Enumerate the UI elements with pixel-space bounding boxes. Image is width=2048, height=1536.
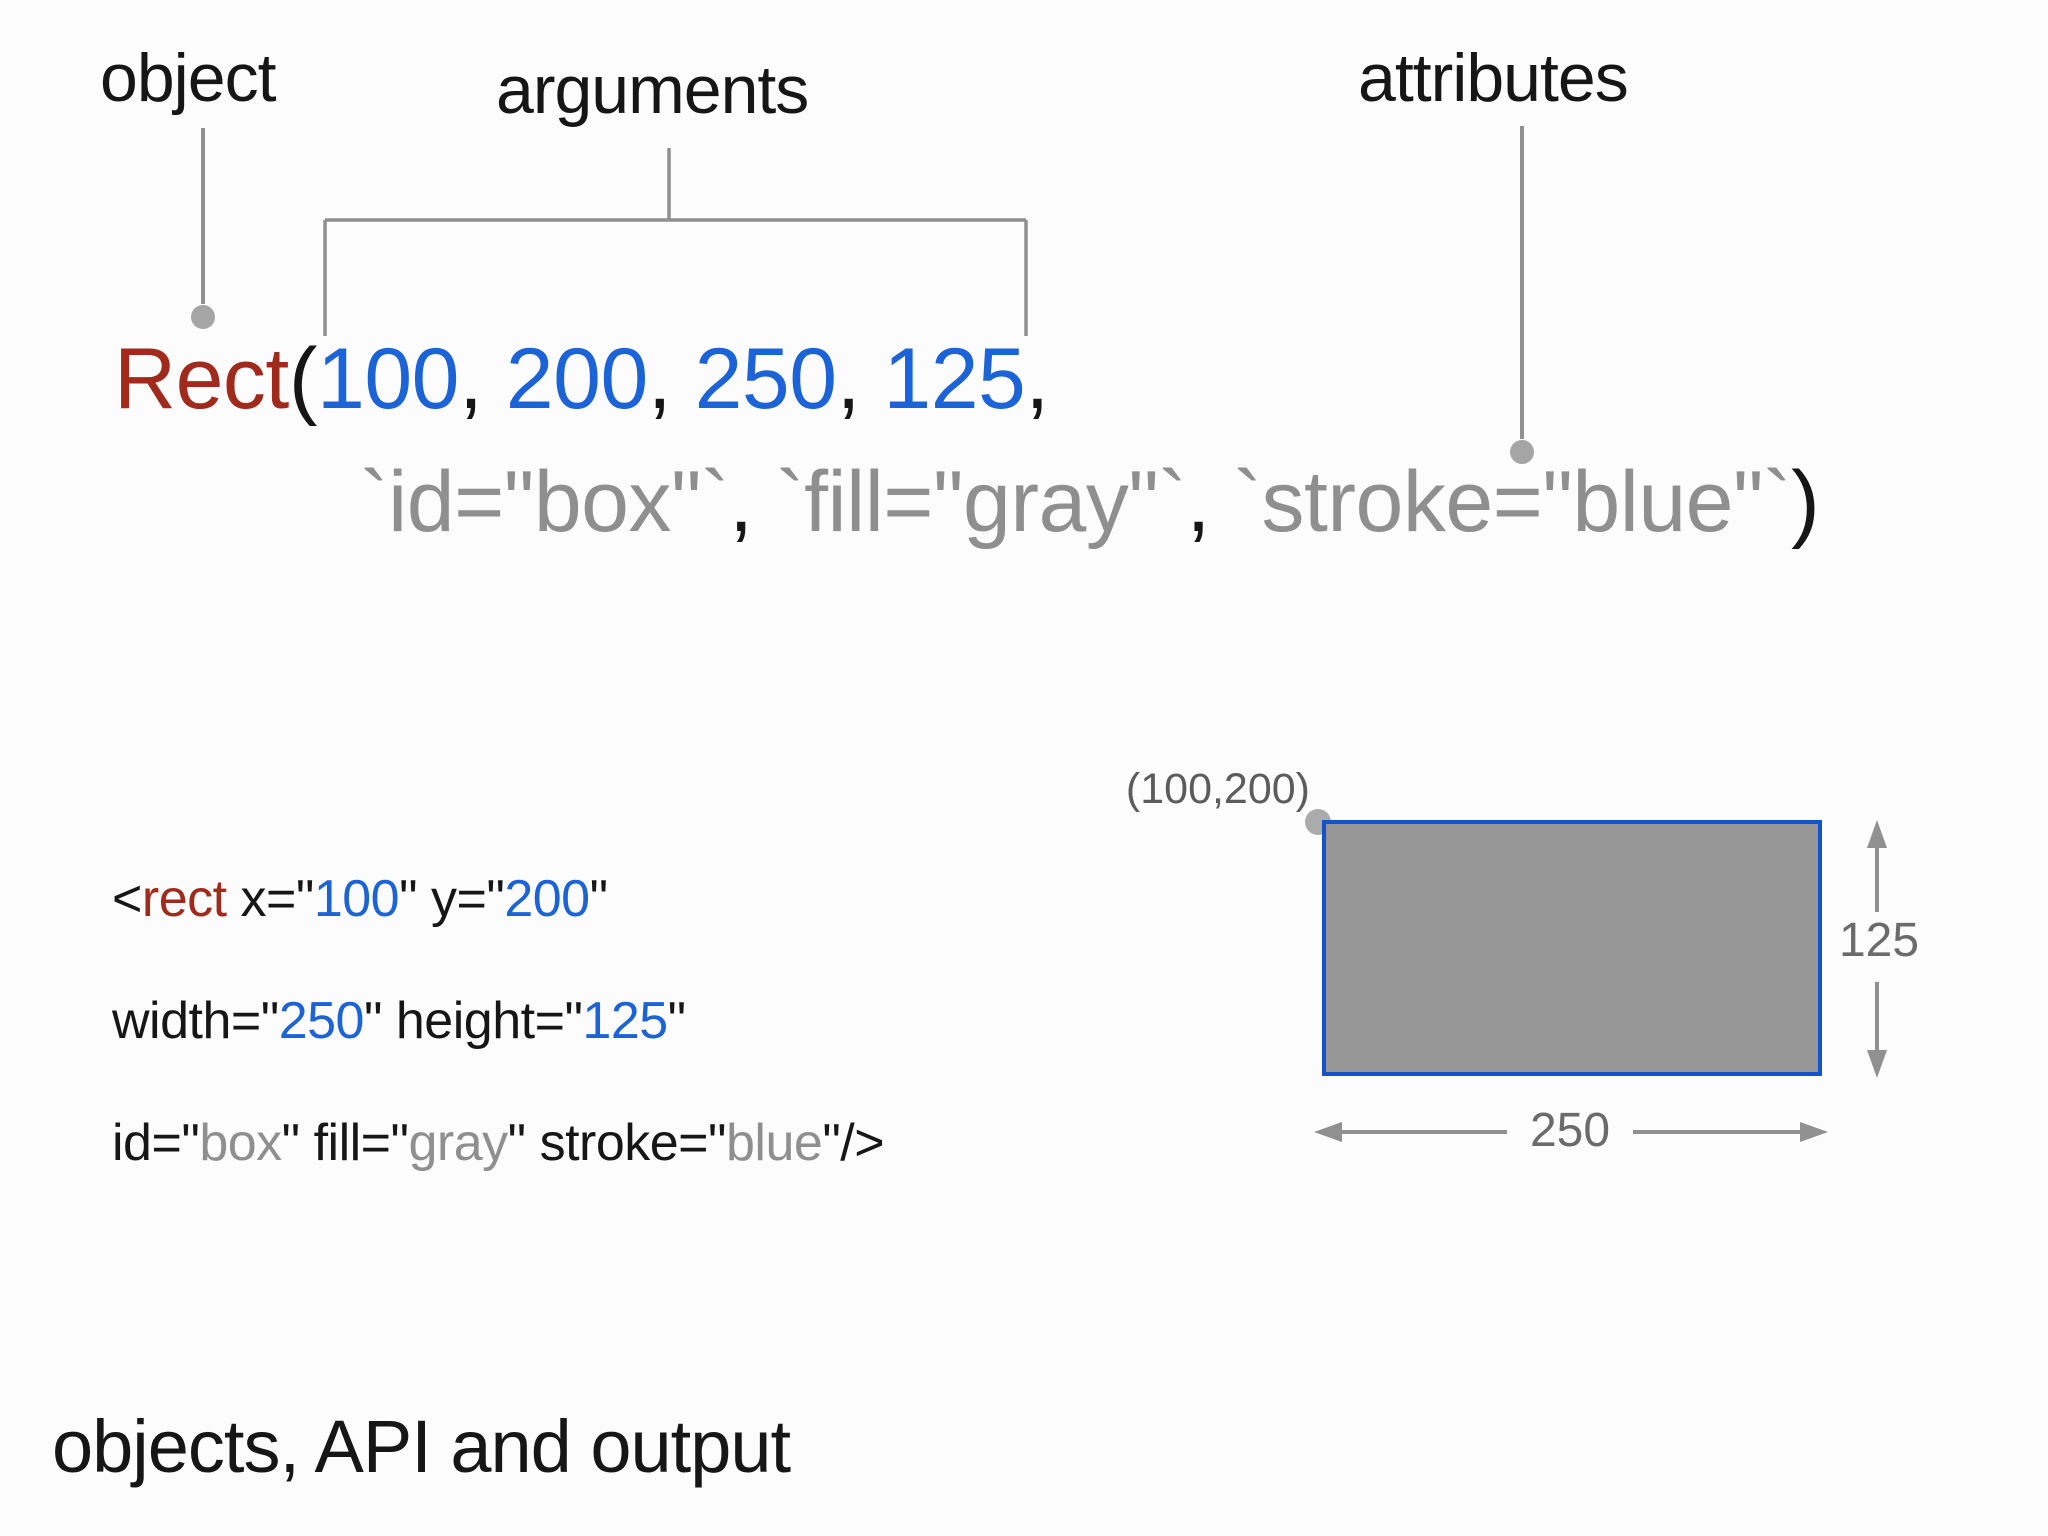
- code-token-plain: " height=": [363, 992, 583, 1050]
- api-call-line2: `id="box"`, `fill="gray"`, `stroke="blue…: [360, 459, 1820, 545]
- code-token-plain: (: [288, 331, 318, 427]
- code-token-num: 200: [505, 331, 649, 427]
- code-token-plain: ,: [729, 454, 776, 550]
- code-token-attr: gray: [408, 1114, 509, 1172]
- code-token-plain: ": [589, 870, 608, 928]
- code-token-num: 100: [313, 870, 400, 928]
- code-token-plain: " fill=": [281, 1114, 409, 1172]
- code-token-num: 125: [883, 331, 1026, 427]
- code-token-plain: ,: [1025, 331, 1049, 427]
- svg-output-code: <rect x="100" y="200" width="250" height…: [112, 820, 885, 1222]
- code-token-attr: `stroke="blue"`: [1233, 454, 1792, 550]
- code-token-plain: ": [667, 992, 686, 1050]
- code-token-num: 250: [278, 992, 365, 1050]
- code-token-plain: ,: [836, 331, 884, 427]
- code-token-num: 250: [694, 331, 838, 427]
- callout-label-arguments: arguments: [496, 52, 809, 128]
- width-dimension-label: 250: [1529, 1104, 1611, 1157]
- code-token-attr: blue: [726, 1114, 823, 1172]
- code-token-plain: ,: [1186, 454, 1234, 550]
- code-token-plain: id=": [112, 1114, 200, 1172]
- svg-output-line2: width="250" height="125": [112, 978, 884, 1064]
- output-rectangle: [1322, 820, 1822, 1076]
- code-token-plain: " stroke=": [507, 1114, 727, 1172]
- code-token-plain: ,: [647, 331, 695, 427]
- object-pointer-dot: [191, 305, 215, 329]
- callout-label-object: object: [100, 40, 276, 116]
- svg-output-line3: id="box" fill="gray" stroke="blue"/>: [112, 1100, 885, 1186]
- code-token-plain: " y=": [399, 870, 505, 928]
- callout-label-attributes: attributes: [1358, 40, 1629, 116]
- code-token-attr: `fill="gray"`: [775, 454, 1187, 550]
- code-token-num: 100: [316, 331, 460, 427]
- code-token-plain: x=": [226, 870, 315, 928]
- slide-title: objects, API and output: [52, 1405, 791, 1488]
- code-token-num: 125: [582, 992, 668, 1050]
- code-token-plain: width=": [112, 992, 279, 1050]
- code-token-kw: rect: [141, 870, 227, 928]
- code-token-plain: <: [112, 870, 142, 928]
- code-token-kw: Rect: [114, 331, 289, 427]
- code-token-plain: ,: [458, 331, 506, 427]
- code-token-plain: ): [1791, 454, 1820, 550]
- code-token-attr: `id="box"`: [360, 454, 730, 550]
- height-dimension-label: 125: [1838, 914, 1920, 967]
- api-call-line1: Rect(100, 200, 250, 125,: [114, 336, 1049, 422]
- code-token-plain: "/>: [822, 1114, 885, 1172]
- code-token-attr: box: [199, 1114, 282, 1172]
- arguments-bracket: [323, 148, 1028, 336]
- origin-coordinate-label: (100,200): [1125, 765, 1310, 813]
- svg-output-line1: <rect x="100" y="200": [112, 856, 884, 942]
- code-token-num: 200: [504, 870, 590, 928]
